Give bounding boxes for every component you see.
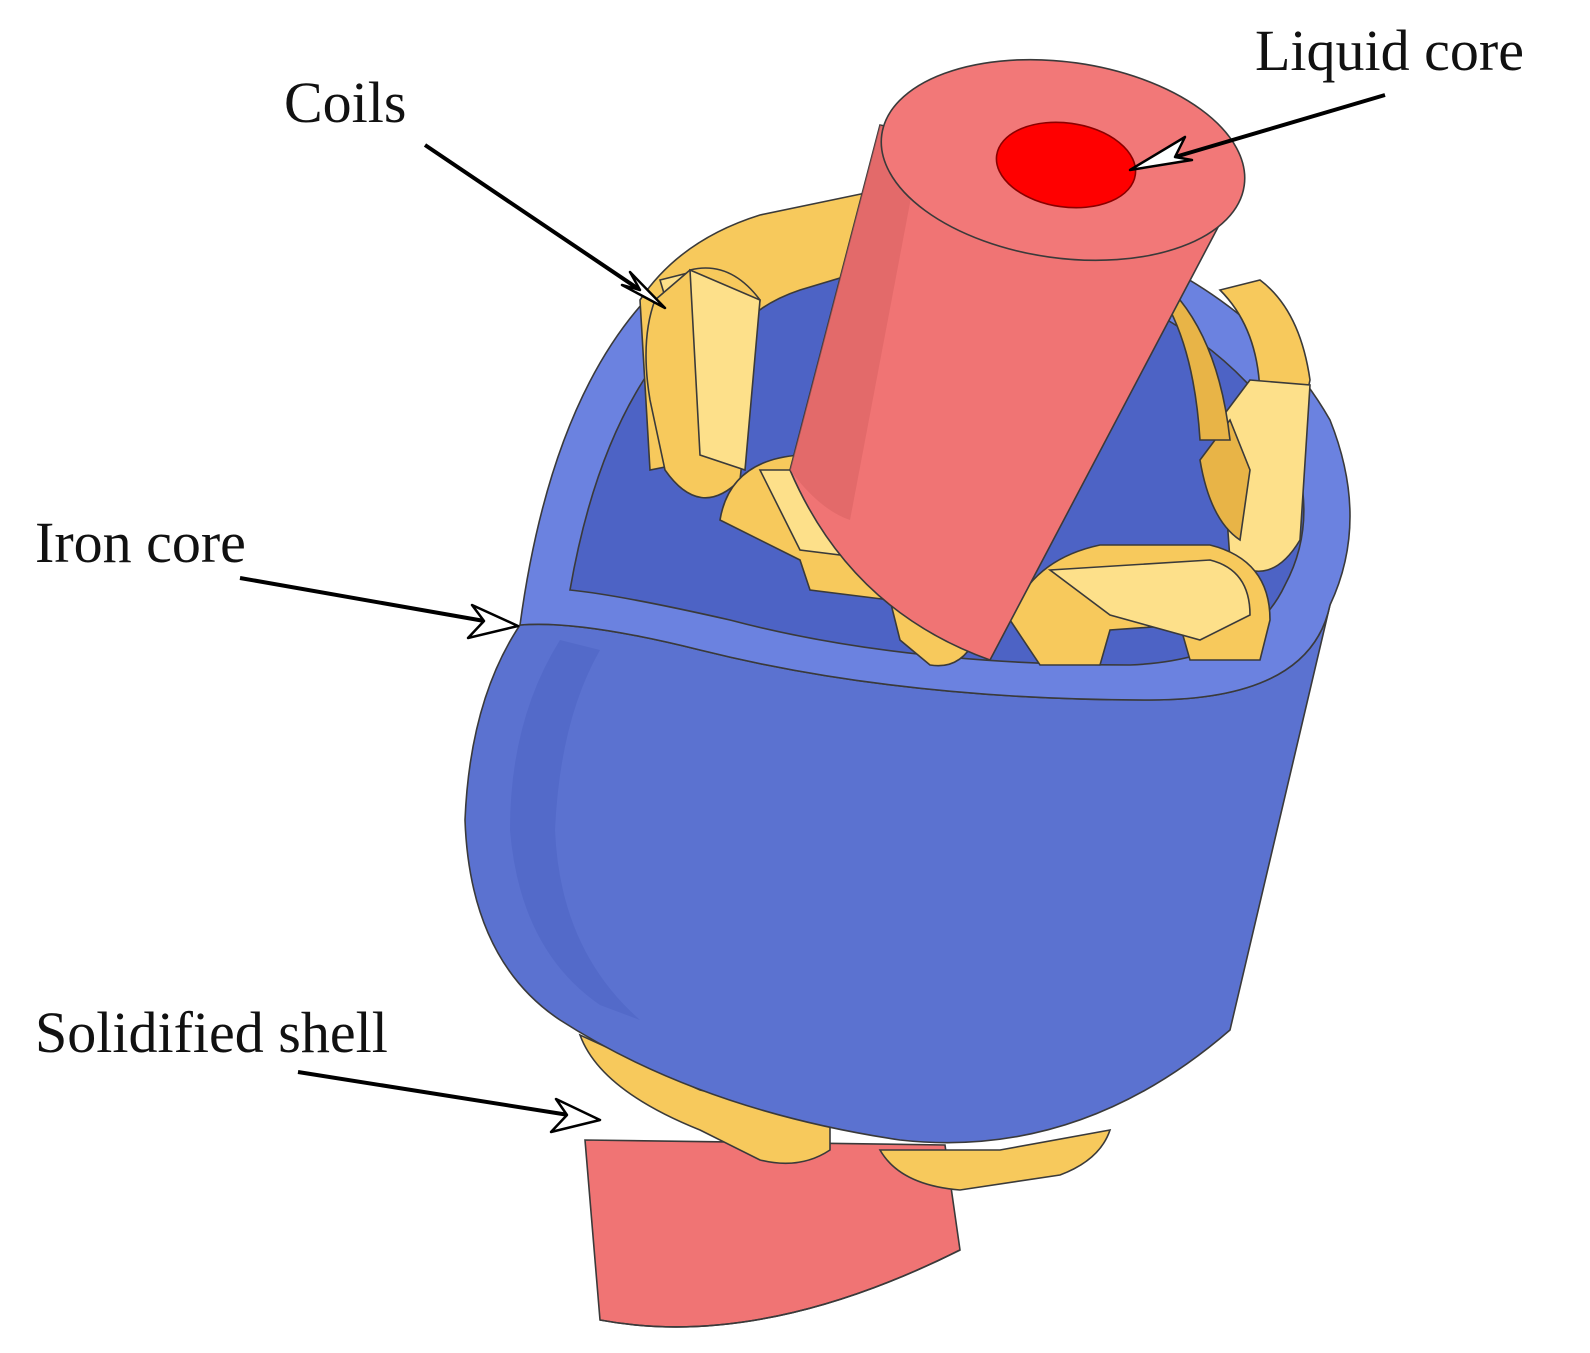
- liquid-core-arrow: [1128, 93, 1386, 172]
- coil-lower-ends: [513, 963, 1112, 1191]
- liquid-core-section: [995, 121, 1137, 209]
- iron-core-label: Iron core: [35, 510, 246, 575]
- iron-core-arrow: [239, 576, 520, 640]
- solidified-shell-label: Solidified shell: [35, 1000, 388, 1065]
- solidified-shell-arrow: [297, 1070, 602, 1134]
- coils-arrow: [423, 143, 667, 310]
- solidified-shell-lower: [584, 1139, 961, 1328]
- liquid-core-label: Liquid core: [1255, 18, 1524, 83]
- coils-label: Coils: [284, 70, 407, 135]
